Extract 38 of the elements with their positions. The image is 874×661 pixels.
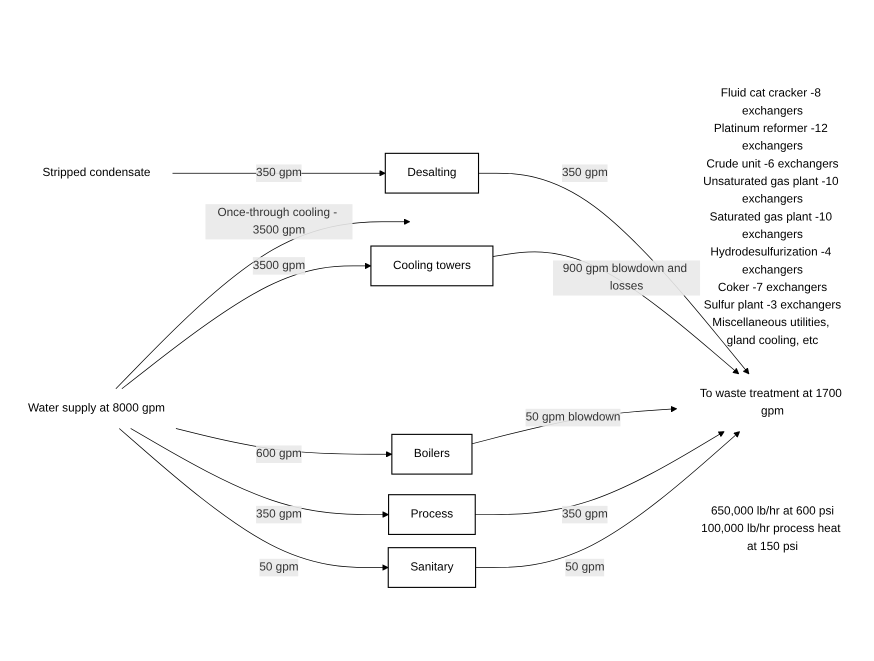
edge-label: 350 gpm — [256, 508, 302, 520]
edge-label: 50 gpm — [565, 560, 605, 574]
arrow — [492, 251, 740, 374]
edge-label: 350 gpm — [562, 508, 608, 520]
node-label: Platinum reformer -12 exchangers — [714, 122, 828, 152]
node-label: Hydrodesulfurization -4 exchangers — [710, 246, 832, 276]
arrow — [130, 428, 389, 518]
node-text: Stripped condensate — [42, 166, 150, 179]
arrow — [474, 431, 725, 515]
node-label: Miscellaneous utilities, gland cooling, etc — [712, 316, 830, 347]
node-label: 650,000 lb/hr at 600 psi — [710, 504, 834, 518]
edge-label: 900 gpm blowdown and losses — [562, 262, 688, 293]
edge-label: 350 gpm — [562, 166, 608, 179]
node-label: Crude unit -6 exchangers — [706, 158, 839, 170]
node-label: Unsaturated gas plant -10 exchangers — [703, 175, 839, 206]
node-label: Coker -7 exchangers — [718, 281, 828, 294]
arrow — [121, 262, 372, 389]
node-box: Desalting — [384, 152, 480, 194]
node-label: Fluid cat cracker -8 exchangers — [720, 86, 821, 118]
arrow — [115, 218, 410, 389]
edge-label: Once-through cooling - 3500 gpm — [217, 206, 338, 236]
node-text: Water supply at 8000 gpm — [28, 402, 165, 414]
edge-label: 600 gpm — [256, 447, 302, 460]
arrow — [475, 431, 740, 568]
node-label: Saturated gas plant -10 exchangers — [710, 210, 832, 241]
node-label: 100,000 lb/hr process heat at 150 psi — [701, 522, 841, 553]
arrow — [472, 406, 678, 444]
node-box: Sanitary — [388, 546, 476, 588]
node-box: Process — [388, 494, 476, 535]
arrow — [118, 428, 389, 571]
edge-label: 50 gpm blowdown — [526, 410, 620, 424]
node-label: Sulfur plant -3 exchangers — [704, 298, 842, 312]
node-box: Cooling towers — [370, 245, 494, 286]
edge-label: 350 gpm — [256, 166, 302, 179]
node-text: To waste treatment at 1700 gpm — [700, 387, 842, 418]
edge-label: 50 gpm — [259, 560, 299, 574]
node-box: Boilers — [391, 434, 473, 475]
edge-label: 3500 gpm — [252, 259, 306, 272]
